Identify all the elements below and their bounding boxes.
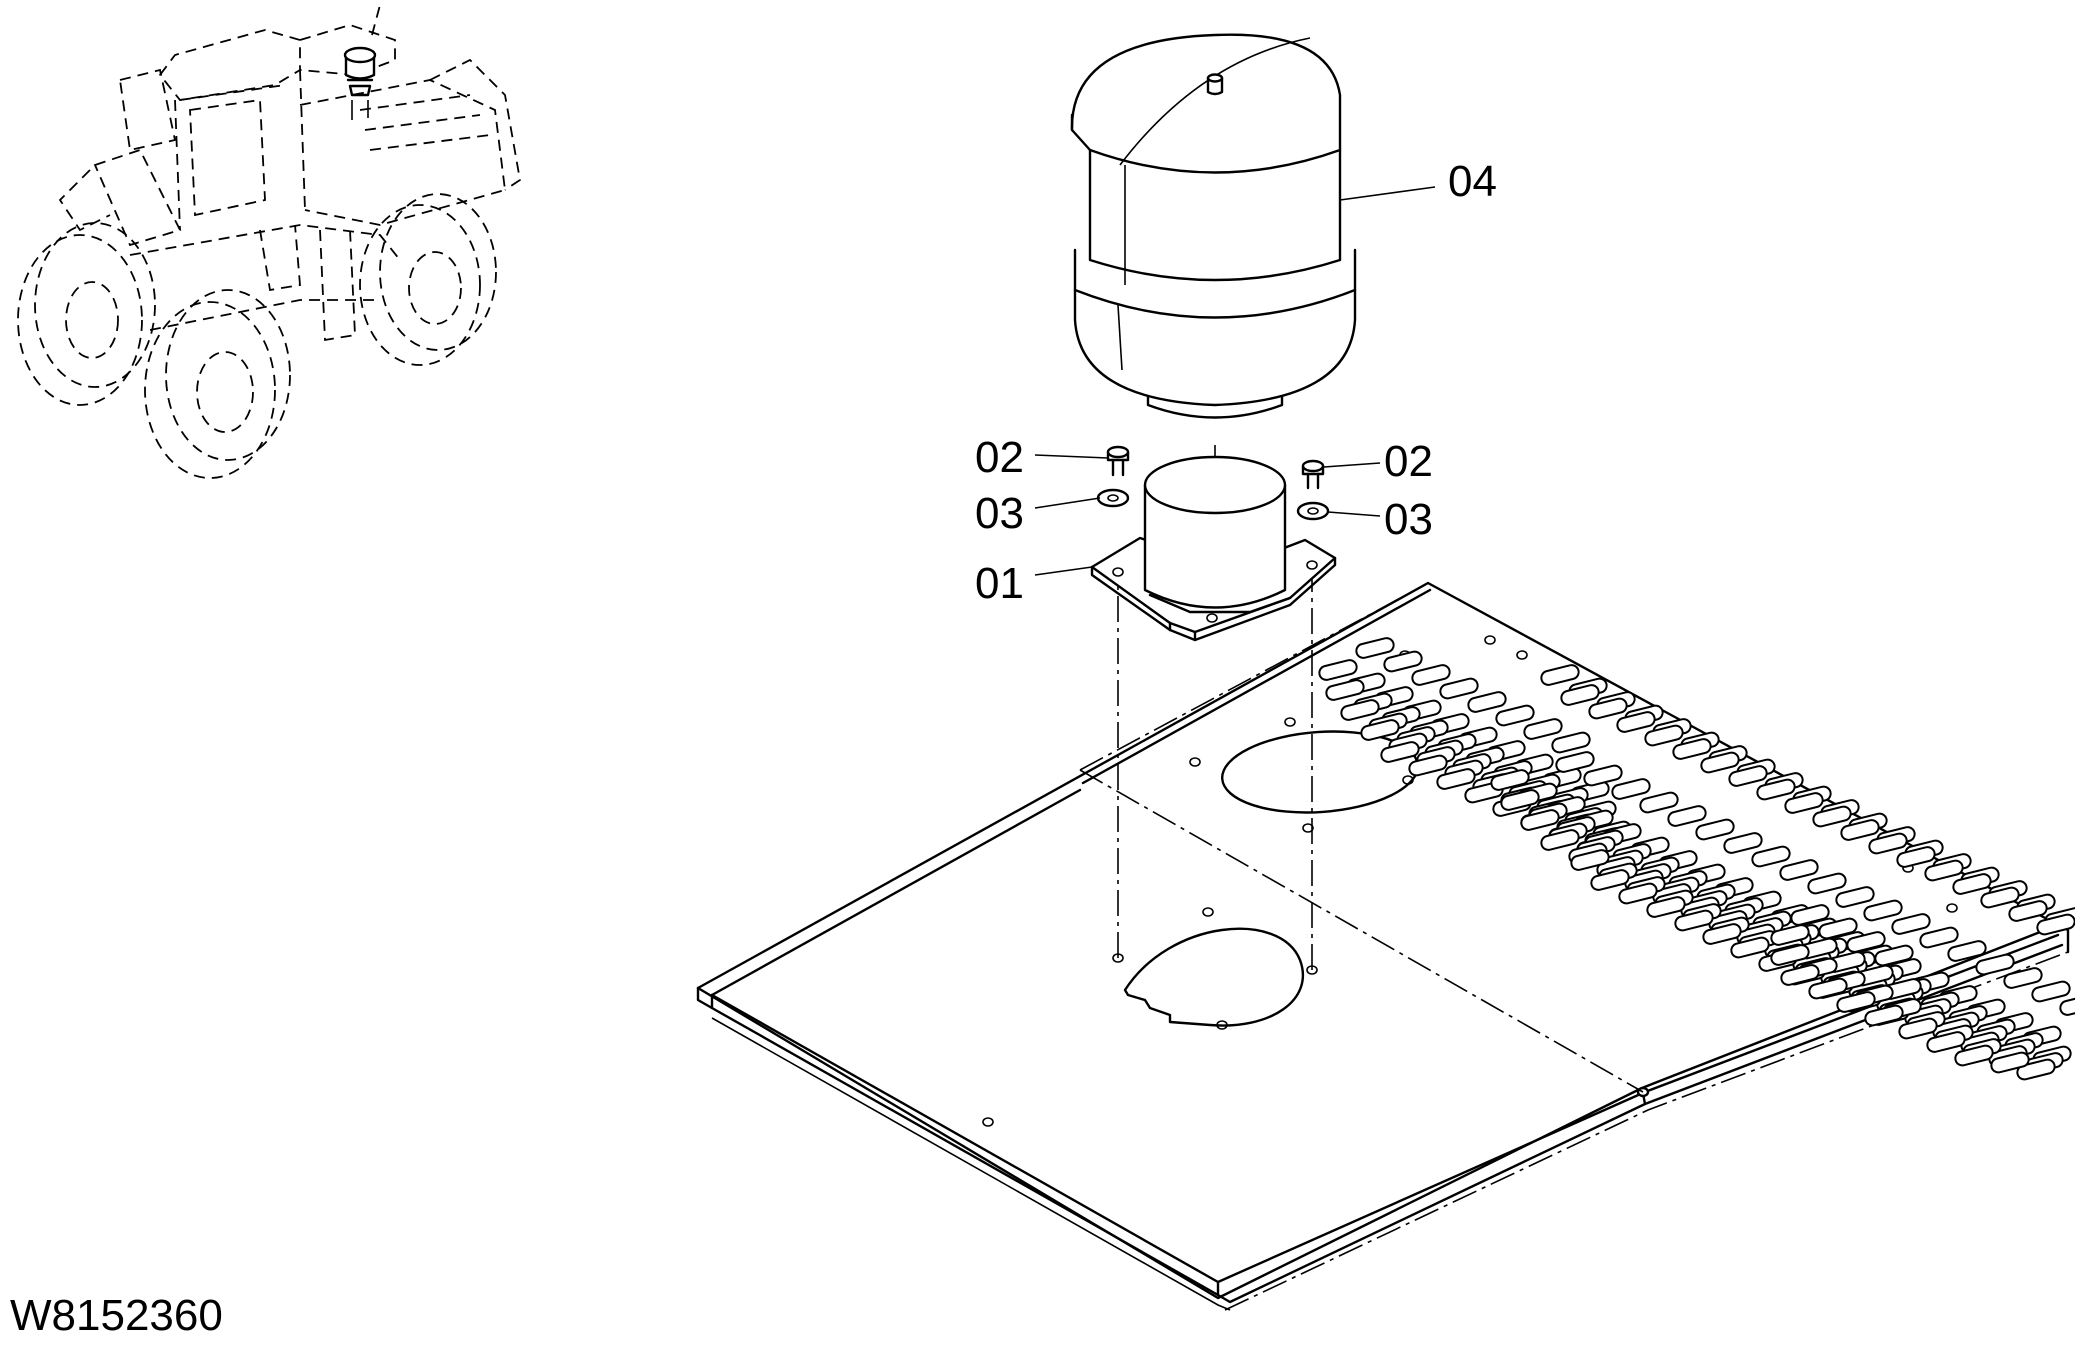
vent-slot (1835, 886, 1875, 908)
vent-slot (1500, 789, 1540, 811)
vent-slot (1555, 751, 1595, 773)
vent-slot (1672, 738, 1712, 760)
vent-slot (1570, 849, 1610, 871)
vent-slot (1523, 718, 1563, 740)
vent-slot (1980, 886, 2020, 909)
vent-slot (1807, 872, 1847, 895)
vent-slot (1411, 664, 1451, 686)
part-04-precleaner (1070, 33, 1357, 419)
vent-slot (1898, 1017, 1938, 1040)
vent-slot (1408, 754, 1448, 777)
vent-slot (1611, 778, 1651, 800)
vent-slot (1360, 719, 1400, 741)
vent-slot (1779, 859, 1819, 881)
vent-slot (1836, 991, 1876, 1013)
part-01-adapter (1090, 455, 1337, 642)
label-part-04: 04 (1448, 157, 1497, 206)
vent-slot (1674, 909, 1714, 932)
vent-slot (1588, 697, 1628, 720)
label-part-02-right: 02 (1384, 437, 1433, 486)
label-part-03-left: 03 (975, 489, 1024, 538)
vent-slot (1439, 677, 1479, 700)
vent-slot (2036, 913, 2075, 936)
vent-slot (1926, 1031, 1966, 1053)
vent-slot (2031, 980, 2071, 1003)
vent-slot (1583, 764, 1623, 787)
machine-location-thumbnail (17, 4, 521, 479)
engine-hood-panel (696, 581, 2075, 1311)
part-02-bolt-left (1106, 445, 1130, 477)
vent-slot (1495, 704, 1535, 727)
part-02-bolt-right (1301, 459, 1325, 490)
vent-slot (1874, 944, 1914, 967)
vent-slot (1318, 659, 1358, 681)
vent-slot (1770, 944, 1810, 966)
vent-slot (1730, 936, 1770, 959)
vent-slot (1770, 924, 1810, 946)
vent-slot (1467, 691, 1507, 713)
vent-slot (1380, 741, 1420, 763)
vent-slot (2016, 1058, 2056, 1081)
vent-slot (1644, 724, 1684, 747)
vent-slot (1954, 1044, 1994, 1067)
vent-slot (2003, 967, 2043, 989)
vent-slot (1540, 829, 1580, 851)
vent-slot (1975, 953, 2015, 976)
vent-slot (1891, 913, 1931, 935)
vent-slot (1812, 805, 1852, 828)
vent-slot (1840, 819, 1880, 841)
label-part-03-right: 03 (1384, 495, 1433, 544)
vent-slot (1355, 637, 1395, 659)
vent-slot (1751, 845, 1791, 868)
vent-slot (1784, 792, 1824, 814)
vent-slot (1896, 846, 1936, 868)
drawing-number: W8152360 (10, 1291, 223, 1340)
vent-slot (1340, 699, 1380, 721)
vent-slot (1780, 964, 1820, 986)
vent-slot (1864, 1004, 1904, 1027)
vent-slot (1924, 859, 1964, 882)
vent-slot (1723, 832, 1763, 854)
vent-slot (1639, 791, 1679, 814)
vent-slot (1702, 923, 1742, 945)
leader-lines (1034, 186, 1436, 576)
vent-slot (1756, 778, 1796, 801)
vent-slot (1846, 931, 1886, 953)
label-part-01: 01 (975, 559, 1024, 608)
vent-slot (1551, 731, 1591, 754)
ventilation-slots (1318, 637, 2075, 1081)
label-part-02-left: 02 (975, 433, 1024, 482)
vent-slot (1383, 650, 1423, 673)
vent-slot (1695, 818, 1735, 841)
vent-slot (1947, 940, 1987, 962)
vent-slot (1818, 917, 1858, 940)
vent-slot (1919, 926, 1959, 949)
part-03-washer-left (1096, 488, 1130, 508)
vent-slot (1728, 765, 1768, 787)
mounting-holes (982, 635, 1958, 1127)
vent-slot (1863, 899, 1903, 922)
vent-slot (1868, 832, 1908, 855)
vent-slot (1952, 873, 1992, 895)
vent-slot (1590, 869, 1630, 891)
vent-slot (1646, 896, 1686, 918)
vent-slot (1560, 684, 1600, 706)
vent-slot (1808, 977, 1848, 1000)
vent-slot (1616, 711, 1656, 733)
part-03-washer-right (1296, 501, 1330, 521)
vent-slot (1540, 664, 1580, 686)
vent-slot (1436, 768, 1476, 790)
vent-slot (1790, 904, 1830, 926)
vent-slot (1325, 679, 1365, 701)
vent-slot (1520, 809, 1560, 831)
vent-slot (1667, 805, 1707, 827)
vent-slot (1618, 882, 1658, 905)
vent-slot (1990, 1051, 2030, 1074)
vent-slot (1490, 769, 1530, 791)
vent-slot (2008, 900, 2048, 922)
vent-slot (2059, 994, 2075, 1016)
vent-slot (1700, 751, 1740, 774)
